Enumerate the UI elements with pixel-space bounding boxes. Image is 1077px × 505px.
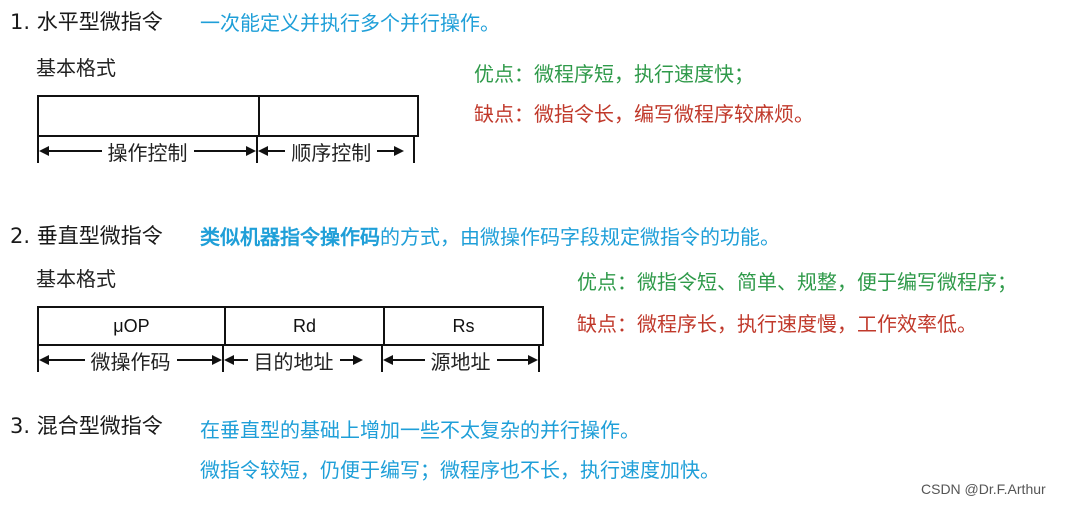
arrow-left-icon xyxy=(224,355,234,365)
format-field-sequence xyxy=(260,97,417,135)
section2-format-label: 基本格式 xyxy=(36,267,116,291)
tick-mark xyxy=(256,135,258,163)
tick-mark xyxy=(37,344,39,372)
format-field-rs: Rs xyxy=(452,315,475,336)
format-field-uop: μOP xyxy=(39,308,226,344)
section1-description: 一次能定义并执行多个并行操作。 xyxy=(200,11,500,35)
section2-description: 类似机器指令操作码的方式，由微操作码字段规定微指令的功能。 xyxy=(200,221,780,250)
arrow-right-icon xyxy=(528,355,538,365)
vertical-format-box: μOP Rd Rs xyxy=(37,306,544,346)
horizontal-format-box xyxy=(37,95,419,137)
segment-destination-address: 目的地址 xyxy=(224,346,381,374)
section2-description-bold: 类似机器指令操作码 xyxy=(200,225,380,249)
section1-cons: 缺点：微指令长，编写微程序较麻烦。 xyxy=(474,102,814,126)
segment-label: 微操作码 xyxy=(90,349,171,374)
section1-heading: 1. 水平型微指令 xyxy=(10,10,163,34)
section1-pros: 优点：微程序短，执行速度快； xyxy=(474,62,754,86)
format-field-rd: Rd xyxy=(226,308,385,344)
segment-micro-opcode: 微操作码 xyxy=(39,346,222,374)
segment-sequence-control: 顺序控制 xyxy=(258,137,413,165)
section2-description-rest: 的方式，由微操作码字段规定微指令的功能。 xyxy=(380,225,780,249)
arrow-right-icon xyxy=(394,146,405,156)
segment-label: 操作控制 xyxy=(107,140,188,165)
arrow-left-icon xyxy=(383,355,393,365)
segment-source-address: 源地址 xyxy=(383,346,538,374)
segment-operation-control: 操作控制 xyxy=(39,137,256,165)
section3-line2: 微指令较短，仍便于编写；微程序也不长，执行速度加快。 xyxy=(200,458,720,482)
tick-mark xyxy=(538,344,540,372)
segment-label: 目的地址 xyxy=(253,349,334,374)
arrow-right-icon xyxy=(212,355,222,365)
section2-cons: 缺点：微程序长，执行速度慢，工作效率低。 xyxy=(577,312,977,336)
section3-heading: 3. 混合型微指令 xyxy=(10,414,163,438)
watermark: CSDN @Dr.F.Arthur xyxy=(921,481,1046,497)
segment-label: 源地址 xyxy=(430,349,491,374)
format-field-operation xyxy=(39,97,260,135)
tick-mark xyxy=(222,344,224,372)
tick-mark xyxy=(413,135,415,163)
section1-format-label: 基本格式 xyxy=(36,56,116,80)
arrow-right-icon xyxy=(353,355,363,365)
arrow-left-icon xyxy=(39,146,49,156)
section2-pros: 优点：微指令短、简单、规整，便于编写微程序； xyxy=(577,270,1017,294)
arrow-left-icon xyxy=(39,355,49,365)
section2-heading: 2. 垂直型微指令 xyxy=(10,224,163,248)
segment-label: 顺序控制 xyxy=(291,140,372,165)
tick-mark xyxy=(37,135,39,163)
arrow-right-icon xyxy=(246,146,256,156)
section3-line1: 在垂直型的基础上增加一些不太复杂的并行操作。 xyxy=(200,418,640,442)
arrow-left-icon xyxy=(258,146,268,156)
tick-mark xyxy=(381,344,383,372)
